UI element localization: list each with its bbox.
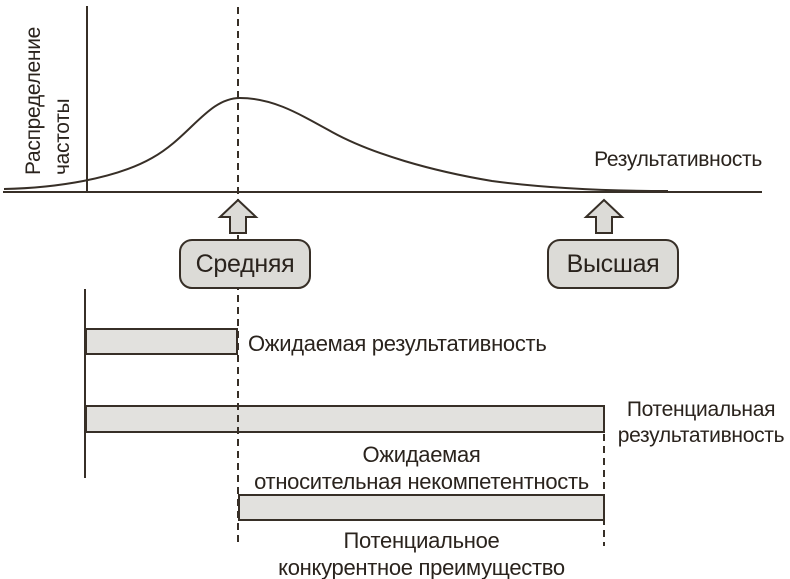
potential-performance-bar <box>85 405 605 433</box>
competitive-advantage-bar <box>238 494 605 521</box>
competitive-advantage-label: Потенциальное конкурентное преимущество <box>218 527 625 579</box>
expected-incompetence-label-line1: Ожидаемая <box>362 442 481 467</box>
expected-incompetence-label: Ожидаемая относительная некомпетентность <box>238 441 605 495</box>
bell-curve <box>3 96 669 192</box>
expected-incompetence-label-line2: относительная некомпетентность <box>254 469 589 494</box>
potential-performance-label: Потенциальная результативность <box>612 397 790 449</box>
highest-marker-label: Высшая <box>566 249 660 278</box>
expected-performance-label: Ожидаемая результативность <box>248 331 547 356</box>
competitive-advantage-label-line1: Потенциальное <box>343 528 500 553</box>
expected-performance-bar <box>85 328 238 355</box>
average-marker-box: Средняя <box>179 239 311 289</box>
y-axis-label: Распределение частоты <box>19 3 77 175</box>
y-axis-label-line2: частоты <box>51 98 74 175</box>
average-marker-label: Средняя <box>195 249 295 278</box>
competitive-advantage-label-line2: конкурентное преимущество <box>278 555 565 579</box>
x-axis-label: Результативность <box>594 148 762 171</box>
potential-performance-label-line1: Потенциальная <box>626 398 776 421</box>
potential-performance-label-line2: результативность <box>617 424 785 447</box>
y-axis-label-line1: Распределение <box>22 26 45 175</box>
up-arrow-icon <box>217 198 259 234</box>
up-arrow-icon <box>583 198 625 234</box>
highest-marker-box: Высшая <box>547 239 679 289</box>
